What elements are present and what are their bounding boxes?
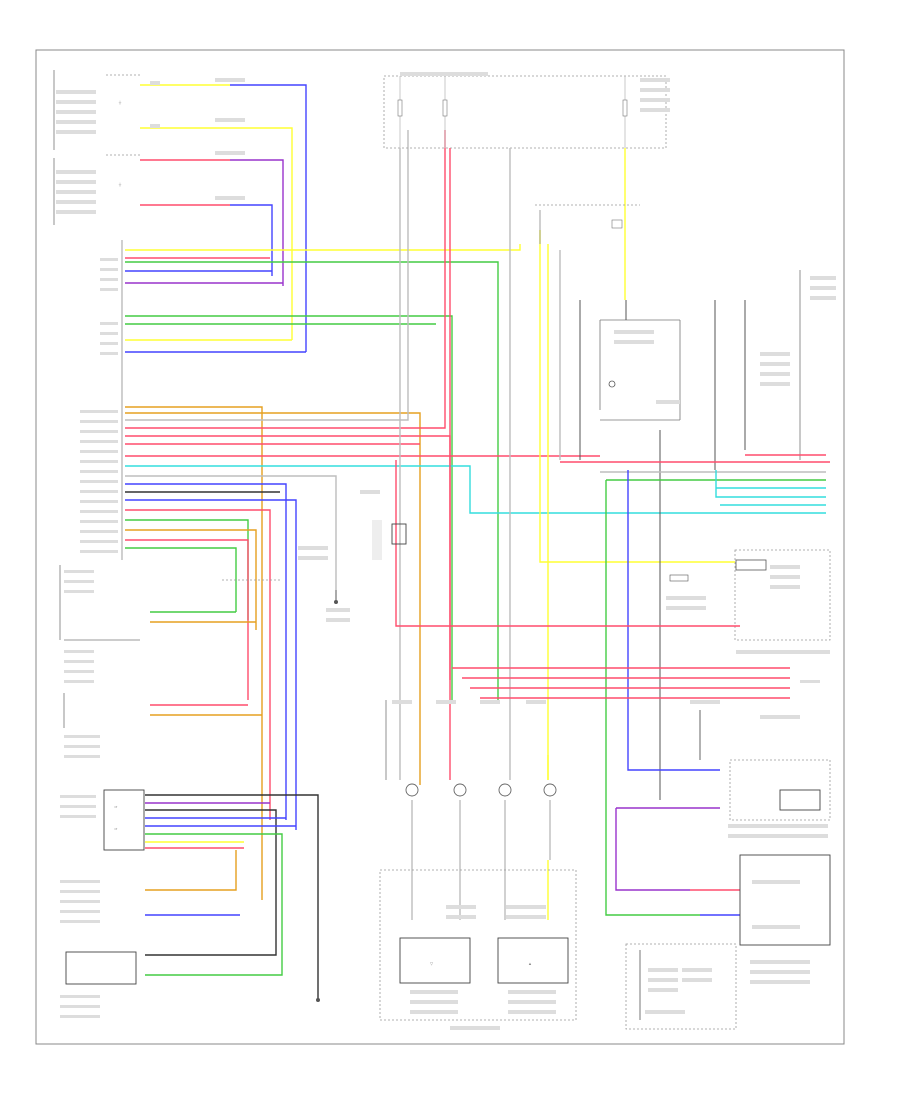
clockspring-2 [453,783,467,797]
svg-text:▲: ▲ [528,961,532,966]
passenger-airbag-inflator [497,937,569,984]
svg-text:▽: ▽ [430,961,434,966]
airbag-inflators: ▽ ▲ [379,869,577,1030]
right-bus-wires [560,461,830,916]
lower-left-connector: ⇒ ⇒ [60,789,320,1018]
clockspring-3 [498,783,512,797]
svg-text:⏚: ⏚ [118,99,122,105]
left-side-sensors [59,565,280,758]
clockspring-circles [405,783,557,797]
driver-airbag-inflator [399,937,471,984]
right-lower-modules [395,460,831,984]
sensor-wires [140,78,307,352]
srs-harness-lower [125,130,826,900]
svg-text:⏚: ⏚ [118,181,122,187]
front-sensors-group: ⏚ ⏚ [53,70,140,225]
right-modules [579,270,836,800]
clockspring-1 [405,783,419,797]
svg-text:⇒: ⇒ [114,826,118,831]
fuse-block [383,72,670,149]
seat-belt-assembly [625,943,737,1030]
diagram-frame [35,49,845,1045]
center-misc [298,490,407,622]
inflator-column-wires [385,700,551,920]
svg-text:⇒: ⇒ [114,804,118,809]
srs-unit-connector [80,240,123,560]
srs-harness-upper [125,244,521,700]
clockspring-4 [543,783,557,797]
fuse-feeds [399,148,700,780]
